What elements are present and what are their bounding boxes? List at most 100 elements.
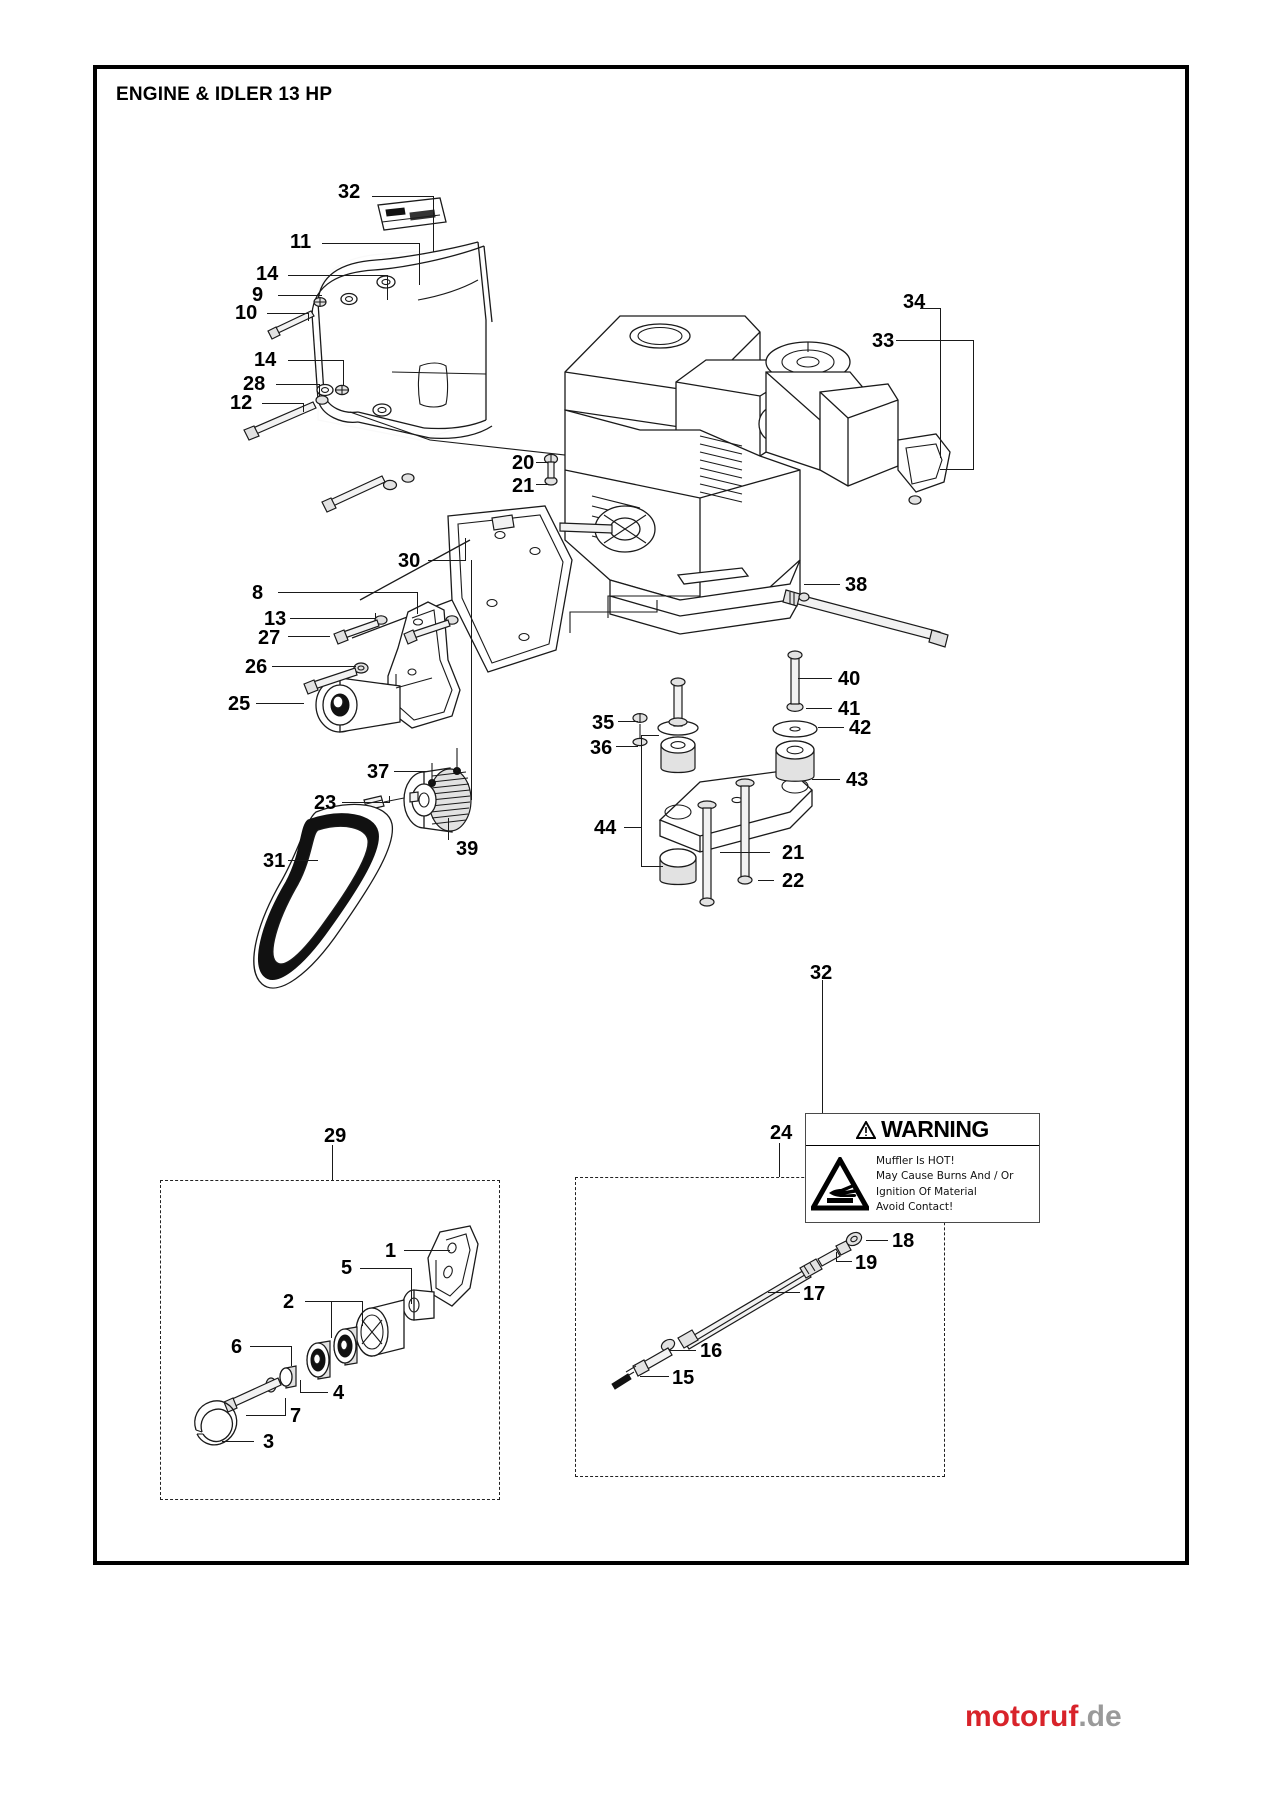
callout-24-group-cable: 24 [770, 1122, 793, 1144]
leader-32-top [372, 196, 434, 198]
leader-27 [288, 636, 330, 638]
warning-triangle-icon [856, 1120, 877, 1139]
warning-header-text: WARNING [881, 1116, 989, 1142]
callout-17-cable: 17 [803, 1283, 826, 1305]
leader-44-v [641, 735, 643, 827]
callout-20-nut: 20 [512, 452, 535, 474]
group-box-29 [160, 1180, 500, 1500]
leader-6 [250, 1346, 292, 1348]
callout-14-washer-lower: 14 [254, 349, 277, 371]
leader-39-v [448, 818, 450, 840]
callout-13-washer: 13 [264, 608, 287, 630]
callout-16-fitting-lower: 16 [700, 1340, 723, 1362]
callout-41-washer: 41 [838, 698, 861, 720]
leader-15 [640, 1376, 669, 1378]
leader-17 [768, 1292, 800, 1294]
callout-42-washer-large: 42 [849, 717, 872, 739]
callout-5-housing: 5 [341, 1257, 353, 1279]
leader-13 [290, 618, 376, 620]
callout-15-cable-end-lower: 15 [672, 1367, 695, 1389]
warning-line-4: Avoid Contact! [876, 1200, 954, 1213]
callout-11-belt-guard: 11 [290, 231, 312, 253]
page-title: ENGINE & IDLER 13 HP [116, 84, 333, 105]
leader-16 [670, 1350, 696, 1352]
hot-surface-hand-icon [811, 1156, 869, 1210]
leader-37 [394, 771, 426, 773]
leader-11-v [419, 243, 421, 285]
leader-2 [305, 1301, 363, 1303]
callout-26-washer: 26 [245, 656, 268, 678]
leader-33-v [973, 340, 975, 470]
leader-33 [896, 340, 974, 342]
watermark-brand: motoruf [965, 1700, 1079, 1733]
callout-30-mount-plate: 30 [398, 550, 421, 572]
leader-7-v [285, 1398, 287, 1416]
leader-1 [404, 1250, 450, 1252]
leader-19 [836, 1261, 852, 1263]
callout-34-bracket: 34 [903, 291, 926, 313]
leader-43 [812, 779, 840, 781]
leader-5 [360, 1268, 412, 1270]
warning-text-lines: Muffler Is HOT! May Cause Burns And / Or… [876, 1154, 1013, 1215]
leader-34-v [940, 308, 942, 458]
callout-23-key: 23 [314, 792, 337, 814]
callout-32-warning-decal: 32 [810, 962, 833, 984]
callout-1-arm: 1 [385, 1240, 397, 1262]
warning-decal: WARNING Muffler Is HOT! May Cause Burns … [805, 1113, 1040, 1223]
leader-31 [288, 860, 318, 862]
warning-header-bar: WARNING [806, 1114, 1039, 1146]
leader-2-v2 [362, 1301, 364, 1326]
leader-12-v [303, 403, 305, 412]
leader-38 [804, 584, 840, 586]
leader-13-v [375, 613, 377, 619]
leader-4-v [300, 1380, 302, 1392]
leader-23 [342, 802, 390, 804]
callout-21-washer-lower: 21 [782, 842, 805, 864]
leader-10-v [308, 313, 310, 321]
leader-35 [618, 721, 638, 723]
leader-23-v [389, 796, 391, 803]
leader-10 [267, 313, 309, 315]
leader-30-v2 [471, 560, 473, 800]
leader-40 [798, 678, 832, 680]
leader-24-v [779, 1143, 781, 1177]
callout-22-bolt: 22 [782, 870, 805, 892]
callout-35-nut: 35 [592, 712, 615, 734]
leader-14b [288, 360, 344, 362]
callout-12-bolt: 12 [230, 392, 253, 414]
leader-21b [720, 852, 770, 854]
group-box-24 [575, 1177, 945, 1477]
leader-36 [616, 746, 638, 748]
leader-25 [256, 703, 304, 705]
leader-29-v [332, 1145, 334, 1180]
leader-44-b [641, 735, 659, 737]
leader-44 [624, 827, 642, 829]
callout-44-mount-bar: 44 [594, 817, 617, 839]
leader-28 [276, 384, 320, 386]
leader-21a [536, 484, 548, 486]
leader-4 [300, 1392, 328, 1394]
leader-32-warn-v [822, 980, 824, 1113]
callout-6-spacer: 6 [231, 1336, 243, 1358]
leader-30 [428, 560, 466, 562]
callout-40-bolt: 40 [838, 668, 861, 690]
callout-43-isolator: 43 [846, 769, 869, 791]
leader-11 [322, 243, 420, 245]
leader-44-v2 [641, 827, 643, 867]
callout-4-seal: 4 [333, 1382, 345, 1404]
warning-body: Muffler Is HOT! May Cause Burns And / Or… [806, 1146, 1039, 1223]
callout-8-idler-arm: 8 [252, 582, 264, 604]
leader-20 [536, 462, 548, 464]
callout-28-washer: 28 [243, 373, 266, 395]
callout-9-nut: 9 [252, 284, 264, 306]
callout-37-pin: 37 [367, 761, 390, 783]
callout-31-belt: 31 [263, 850, 286, 872]
callout-3-snap-ring: 3 [263, 1431, 275, 1453]
leader-14b-v [343, 360, 345, 386]
callout-36-washer: 36 [590, 737, 613, 759]
callout-2-bearings: 2 [283, 1291, 295, 1313]
callout-33-engine: 33 [872, 330, 895, 352]
leader-12 [262, 403, 304, 405]
leader-30-v [465, 538, 467, 561]
leader-2-v1 [331, 1301, 333, 1338]
